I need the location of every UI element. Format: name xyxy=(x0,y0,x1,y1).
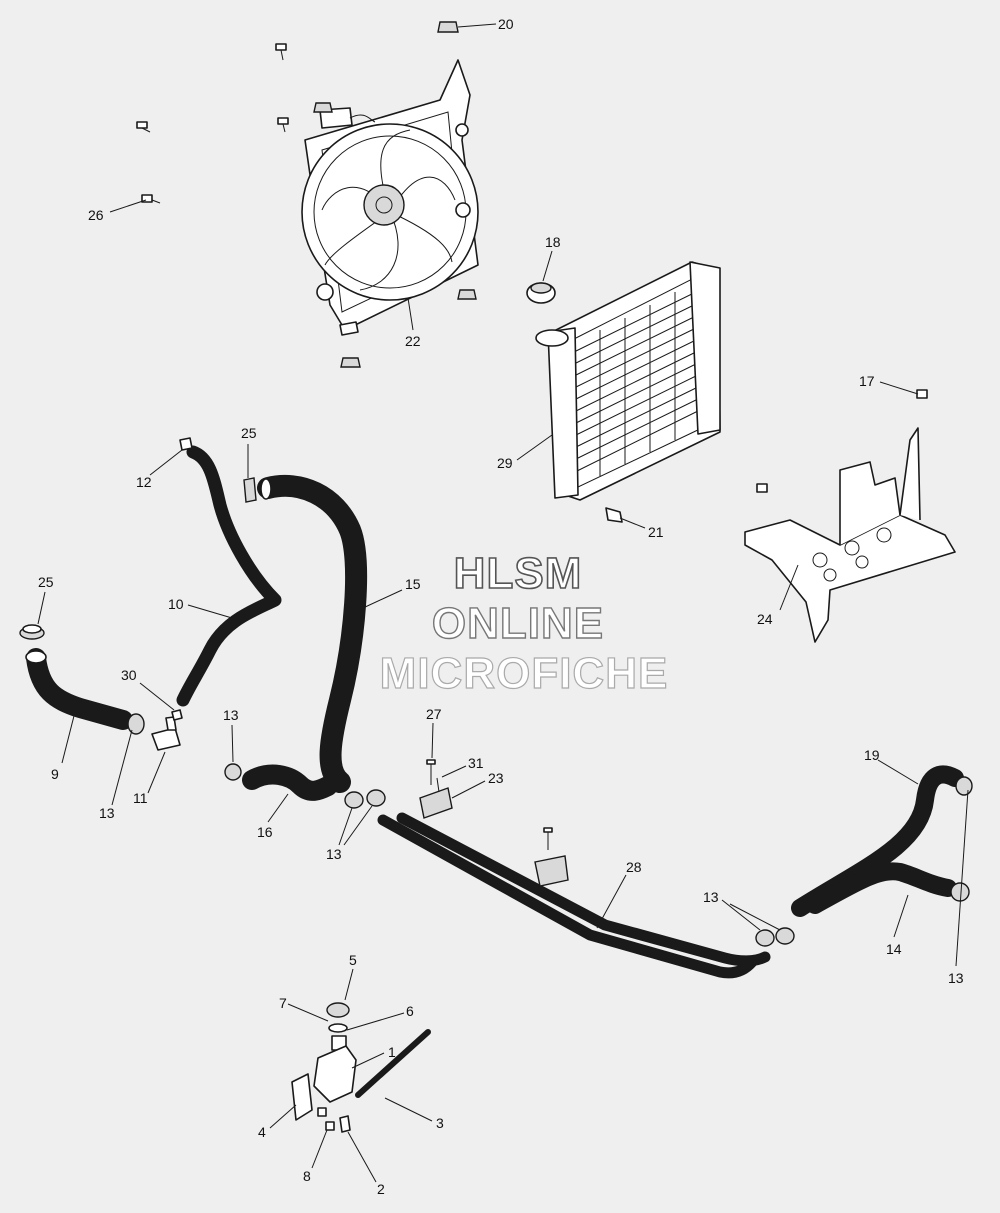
hose-14 xyxy=(806,862,957,914)
callout-15: 15 xyxy=(405,576,421,592)
callout-25-upper: 25 xyxy=(241,425,257,441)
callout-13-mid: 13 xyxy=(223,707,239,723)
radiator-fins xyxy=(573,289,701,476)
callout-23: 23 xyxy=(488,770,504,786)
callout-14: 14 xyxy=(886,941,902,957)
hose-15 xyxy=(257,474,368,793)
clamp-12 xyxy=(179,437,193,451)
callout-13-pair: 13 xyxy=(326,846,342,862)
callout-27: 27 xyxy=(426,706,442,722)
callout-5: 5 xyxy=(349,952,357,968)
callout-22: 22 xyxy=(405,333,421,349)
radiator-cap xyxy=(526,282,556,304)
callout-12: 12 xyxy=(136,474,152,490)
coolant-tubes-28 xyxy=(377,812,771,979)
tube-clamps-23 xyxy=(419,759,569,887)
callout-6: 6 xyxy=(406,1003,414,1019)
callout-13-far-right: 13 xyxy=(948,970,964,986)
leader-lines xyxy=(37,23,969,1183)
callout-2: 2 xyxy=(377,1181,385,1197)
watermark: HLSM ONLINE MICROFICHE xyxy=(379,548,669,698)
callout-19: 19 xyxy=(864,747,880,763)
callout-1: 1 xyxy=(388,1044,396,1060)
callout-17: 17 xyxy=(859,373,875,389)
watermark-line2: ONLINE xyxy=(432,599,604,648)
hose-9 xyxy=(25,648,133,730)
callout-13-right: 13 xyxy=(703,889,719,905)
callout-7: 7 xyxy=(279,995,287,1011)
callout-24: 24 xyxy=(757,611,773,627)
fan-bolts-26 xyxy=(136,43,289,204)
clamps-13 xyxy=(224,763,386,809)
hose-16 xyxy=(242,764,338,801)
watermark-line1: HLSM xyxy=(454,549,583,598)
callout-20: 20 xyxy=(498,16,514,32)
clamps-13d xyxy=(755,927,795,947)
callout-8: 8 xyxy=(303,1168,311,1184)
rubber-grommets xyxy=(313,21,477,368)
callout-21: 21 xyxy=(648,524,664,540)
hose-10 xyxy=(176,445,282,707)
clip-25a xyxy=(243,477,257,503)
callout-28: 28 xyxy=(626,859,642,875)
callout-31: 31 xyxy=(468,755,484,771)
callout-11: 11 xyxy=(133,790,148,806)
callout-30: 30 xyxy=(121,667,137,683)
cap-25 xyxy=(19,624,45,640)
callout-numbers: 20 26 18 22 17 29 21 12 25 24 15 25 10 3… xyxy=(38,16,964,1197)
clamp-13a xyxy=(127,713,145,735)
callout-25-left: 25 xyxy=(38,574,54,590)
callout-9: 9 xyxy=(51,766,59,782)
watermark-line3: MICROFICHE xyxy=(380,649,669,698)
fitting-30 xyxy=(171,709,183,721)
callout-3: 3 xyxy=(436,1115,444,1131)
callout-18: 18 xyxy=(545,234,561,250)
drain-plug-21 xyxy=(605,507,623,523)
tee-fitting-11 xyxy=(151,716,181,751)
callout-26: 26 xyxy=(88,207,104,223)
radiator xyxy=(535,261,721,501)
callout-16: 16 xyxy=(257,824,273,840)
callout-4: 4 xyxy=(258,1124,266,1140)
callout-10: 10 xyxy=(168,596,184,612)
callout-13-left: 13 xyxy=(99,805,115,821)
mounting-bracket xyxy=(744,389,956,643)
fan-shroud-assembly xyxy=(301,59,479,336)
coolant-reservoir xyxy=(291,1002,431,1133)
callout-29: 29 xyxy=(497,455,513,471)
